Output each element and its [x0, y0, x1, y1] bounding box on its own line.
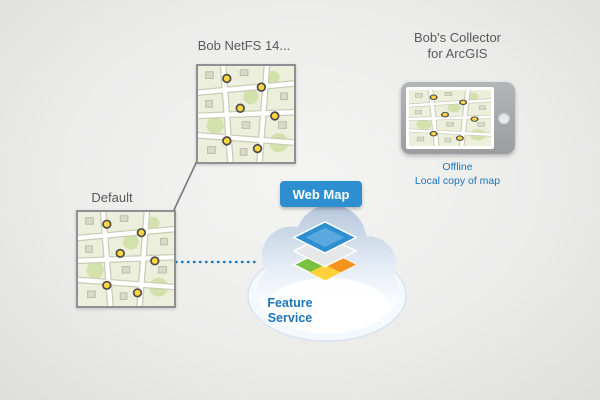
collector-label: Bob's Collector for ArcGIS	[385, 30, 530, 62]
collector-status-offline: Offline	[442, 161, 473, 173]
tablet-screen	[406, 87, 494, 149]
netfs-map-thumbnail	[196, 64, 296, 164]
feature-service-layers-icon	[290, 221, 360, 283]
feature-service-label-line1: Feature	[267, 296, 313, 310]
tablet-device	[401, 82, 515, 154]
feature-service-label-line2: Service	[267, 311, 313, 325]
netfs-map-label: Bob NetFS 14...	[197, 38, 291, 53]
web-map-badge: Web Map	[280, 181, 362, 207]
tablet-home-button	[498, 112, 510, 124]
default-map-thumbnail	[76, 210, 176, 308]
map-tile-graphic	[198, 66, 294, 162]
collector-status: Offline Local copy of map	[385, 160, 530, 188]
collector-label-line2: for ArcGIS	[427, 46, 488, 61]
collector-status-localcopy: Local copy of map	[414, 175, 501, 187]
feature-service-label: Feature Service	[238, 296, 342, 326]
collector-label-line1: Bob's Collector	[413, 30, 502, 45]
default-map-label: Default	[91, 190, 133, 205]
map-tile-graphic	[78, 212, 174, 306]
connector-solid-netfs-default	[172, 160, 198, 213]
map-tile-graphic	[409, 90, 491, 146]
